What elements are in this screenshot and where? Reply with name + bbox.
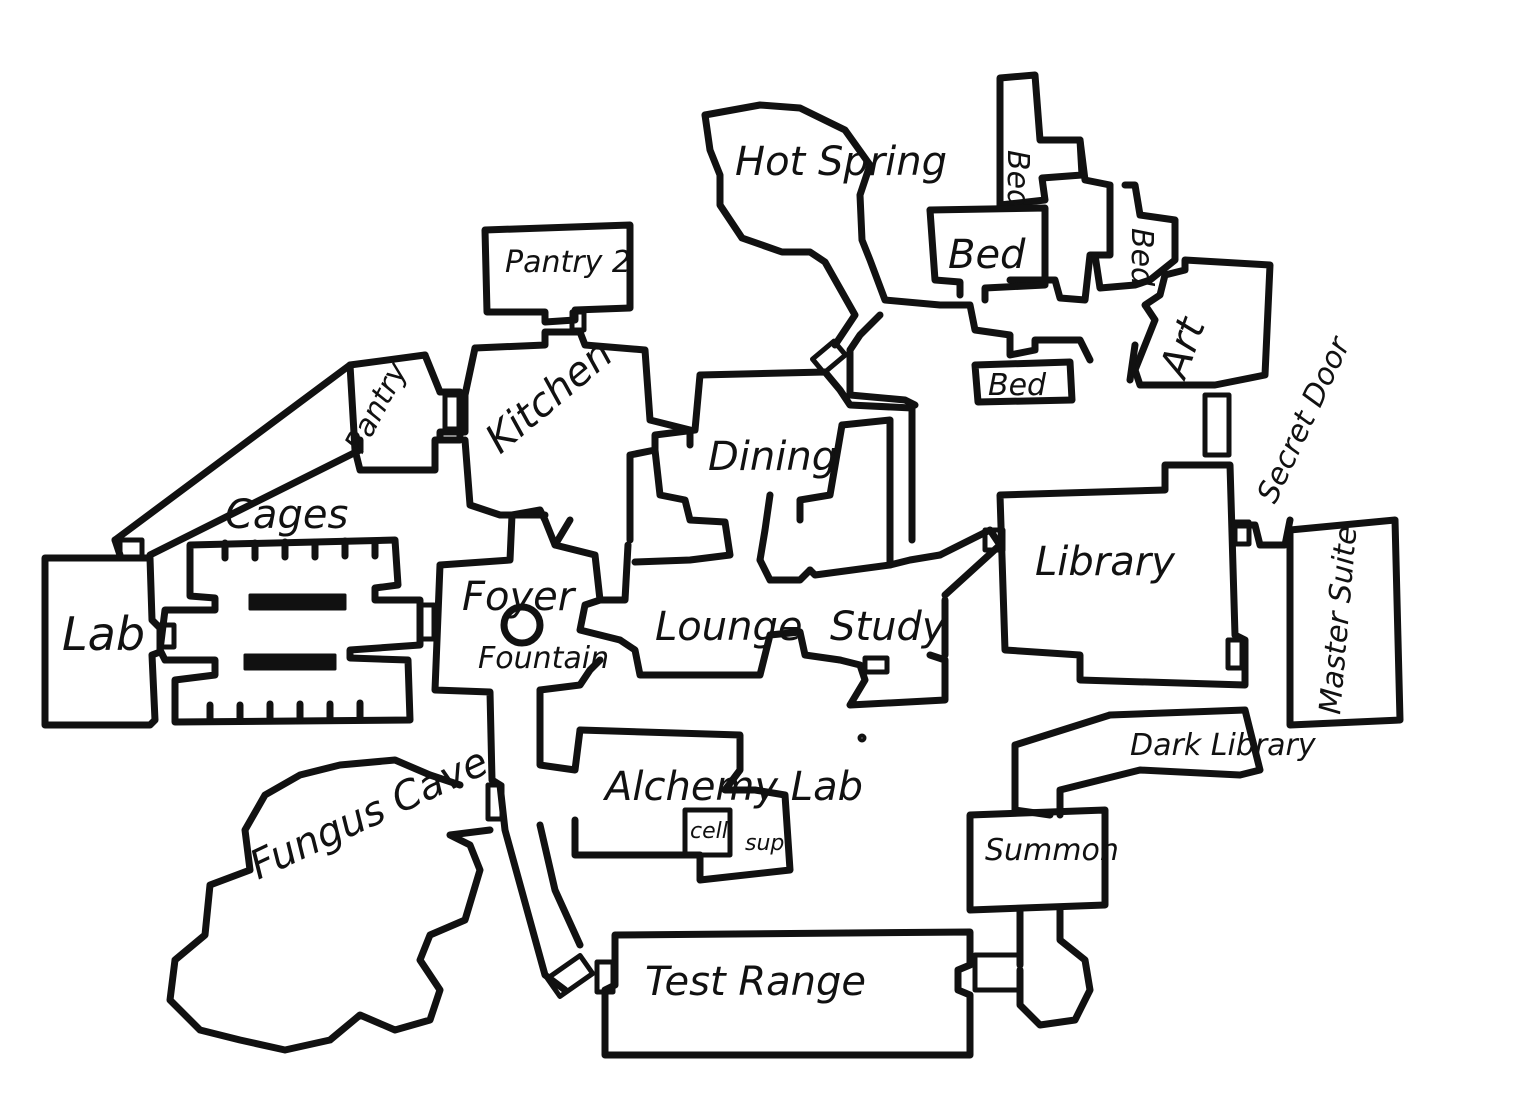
label-hot: Hot Spring bbox=[735, 139, 947, 185]
room-lounge: Lounge bbox=[596, 541, 844, 679]
room-hot-spring: Hot Spring bbox=[701, 101, 1094, 409]
corridor-summon-chamber bbox=[972, 906, 1094, 1029]
label-study: Study bbox=[830, 604, 947, 650]
label-art: Art bbox=[1150, 311, 1215, 387]
room-summon: Summon bbox=[966, 806, 1119, 914]
label-bed-2: Bed bbox=[948, 232, 1026, 278]
label-alchemy: Alchemy Lab bbox=[602, 764, 863, 810]
label-bed-1: Bed bbox=[1000, 150, 1035, 209]
room-art: Art bbox=[1126, 256, 1274, 458]
room-dark-library: Dark Library bbox=[1011, 706, 1317, 819]
label-kitchen: Kitchen bbox=[477, 331, 622, 463]
room-pantry: Pantry bbox=[338, 351, 464, 474]
label-summon: Summon bbox=[985, 833, 1119, 868]
label-lounge: Lounge bbox=[655, 604, 802, 650]
label-cages: Cages bbox=[225, 492, 348, 538]
room-bed-4: Bed bbox=[971, 358, 1076, 406]
room-test-range: Test Range bbox=[594, 928, 974, 1059]
room-lab: Lab bbox=[41, 554, 177, 729]
label-test: Test Range bbox=[645, 959, 866, 1005]
label-dining: Dining bbox=[708, 434, 837, 480]
room-alchemy-lab: Alchemy Lab cell sup bbox=[536, 686, 863, 884]
label-dark-library: Dark Library bbox=[1130, 728, 1317, 763]
label-cell: cell bbox=[690, 819, 728, 844]
room-library: Library bbox=[996, 461, 1294, 689]
stray-mark bbox=[857, 733, 867, 743]
room-dining: Dining bbox=[626, 368, 916, 569]
room-master-suite: Master Suite bbox=[1286, 516, 1404, 729]
corridor-foyer-test-range bbox=[485, 781, 596, 999]
label-pantry-2: Pantry 2 bbox=[505, 245, 631, 280]
label-fountain: Fountain bbox=[478, 641, 609, 676]
label-foyer: Foyer bbox=[462, 574, 577, 620]
room-fungus-cave: Fungus Cave bbox=[166, 739, 495, 1054]
room-bed-3: Bed bbox=[1091, 181, 1179, 292]
room-bed-1: Bed bbox=[996, 71, 1114, 304]
label-library: Library bbox=[1035, 539, 1176, 585]
room-kitchen: Kitchen bbox=[436, 328, 694, 519]
room-cages: Cages bbox=[156, 492, 437, 726]
label-lab: Lab bbox=[62, 607, 145, 661]
room-pantry-2: Pantry 2 bbox=[481, 221, 634, 333]
cage-bar-upper bbox=[248, 593, 347, 611]
label-master-suite: Master Suite bbox=[1313, 525, 1364, 716]
label-supply: sup bbox=[745, 831, 784, 856]
label-bed-4: Bed bbox=[988, 368, 1047, 403]
cage-bar-lower bbox=[243, 653, 337, 671]
room-study: Study bbox=[806, 526, 1006, 709]
room-foyer: Foyer Fountain bbox=[431, 506, 624, 789]
label-bed-3: Bed bbox=[1124, 228, 1159, 287]
room-bed-2: Bed bbox=[926, 204, 1049, 304]
